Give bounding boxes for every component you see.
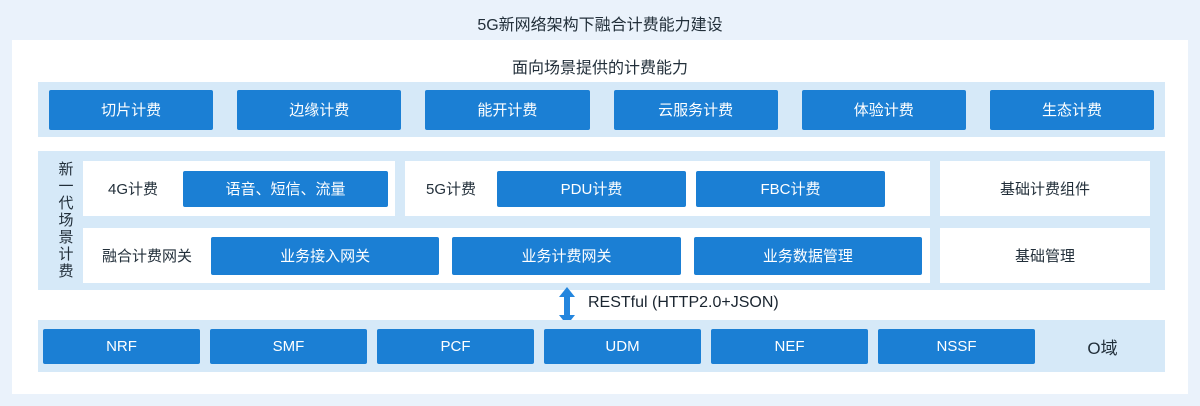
- capability-button-slice: 切片计费: [49, 89, 214, 130]
- network-button-nssf: NSSF: [878, 328, 1035, 364]
- network-button-pcf: PCF: [377, 328, 534, 364]
- network-button-udm: UDM: [544, 328, 701, 364]
- group-5g-box: 5G计费 PDU计费 FBC计费: [405, 161, 930, 216]
- data-management-button: 业务数据管理: [693, 236, 922, 275]
- main-container: 面向场景提供的计费能力 切片计费 边缘计费 能开计费 云服务计费 体验计费 生态…: [12, 40, 1188, 394]
- capability-button-edge: 边缘计费: [237, 89, 402, 130]
- fbc-billing-button: FBC计费: [696, 170, 885, 207]
- scenario-vertical-label: 新一代场景计费: [56, 161, 74, 280]
- page-title: 5G新网络架构下融合计费能力建设: [477, 17, 723, 34]
- gateway-box: 融合计费网关 业务接入网关 业务计费网关 业务数据管理: [83, 228, 930, 283]
- capability-button-experience: 体验计费: [801, 89, 966, 130]
- network-button-nef: NEF: [711, 328, 868, 364]
- capability-button-cloud: 云服务计费: [613, 89, 778, 130]
- double-arrow-icon: [559, 287, 575, 325]
- restful-label: RESTful (HTTP2.0+JSON): [588, 294, 779, 311]
- group-4g-box: 4G计费 语音、短信、流量: [83, 161, 395, 216]
- capability-button-ecosystem: 生态计费: [989, 89, 1155, 130]
- network-button-smf: SMF: [210, 328, 367, 364]
- basic-management-box: 基础管理: [940, 228, 1150, 283]
- basic-management-label: 基础管理: [1014, 248, 1075, 265]
- gateway-label: 融合计费网关: [101, 248, 192, 265]
- capability-band: 切片计费 边缘计费 能开计费 云服务计费 体验计费 生态计费: [38, 82, 1165, 137]
- scenario-band: 新一代场景计费 4G计费 语音、短信、流量 5G计费 PDU计费 FBC计费 基…: [38, 151, 1165, 290]
- capability-heading: 面向场景提供的计费能力: [511, 60, 688, 77]
- voice-sms-data-button: 语音、短信、流量: [183, 170, 388, 207]
- basic-billing-components-label: 基础计费组件: [999, 181, 1090, 198]
- pdu-billing-button: PDU计费: [497, 170, 686, 207]
- group-4g-label: 4G计费: [107, 181, 158, 198]
- domain-label: O域: [1087, 338, 1118, 358]
- capability-button-openness: 能开计费: [425, 89, 590, 130]
- network-button-nrf: NRF: [43, 328, 200, 364]
- network-band: NRF SMF PCF UDM NEF NSSF O域: [38, 320, 1165, 372]
- basic-billing-components-box: 基础计费组件: [940, 161, 1150, 216]
- billing-gateway-button: 业务计费网关: [452, 236, 681, 275]
- group-5g-label: 5G计费: [425, 181, 476, 198]
- access-gateway-button: 业务接入网关: [211, 236, 440, 275]
